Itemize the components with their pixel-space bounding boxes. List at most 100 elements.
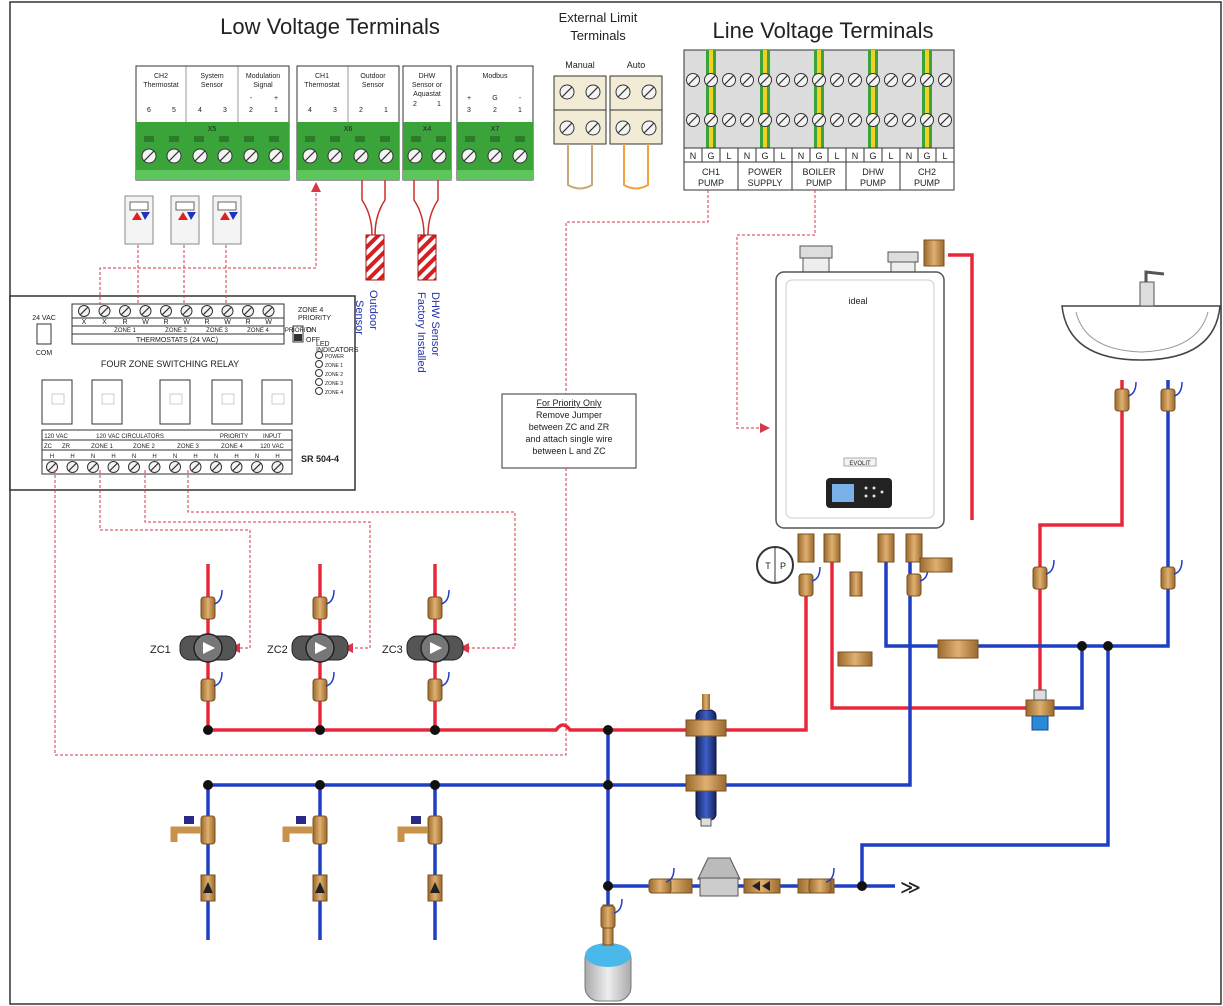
valve-handle [1173, 381, 1183, 397]
terminal-tab [219, 136, 229, 142]
line-term-label: N [852, 151, 859, 161]
x6-id: X6 [344, 126, 353, 133]
x6-outdoor-label: Outdoor [360, 73, 386, 80]
pump-arrow-icon [315, 642, 327, 654]
line-term-label: G [869, 151, 876, 161]
boiler: ideal EVOLIT [775, 245, 945, 529]
relay-bottom-term: H [50, 454, 54, 460]
external-limit-manual-label: Manual [565, 60, 595, 70]
boiler-connection [877, 533, 895, 563]
note-line: between L and ZC [532, 446, 606, 456]
valve-handle [213, 589, 223, 605]
screw-slot [940, 115, 950, 125]
line-term-label: L [888, 151, 893, 161]
line-label-sub: PUMP [860, 178, 886, 188]
ground-stripe-yellow [763, 50, 767, 162]
screw-slot [850, 75, 860, 85]
relay-module-label [271, 393, 285, 405]
break-symbol: ≫ [900, 877, 921, 899]
screw-slot [355, 150, 367, 162]
ground-stripe-yellow [925, 50, 929, 162]
screw-slot [742, 75, 752, 85]
terminal-tab [515, 136, 525, 142]
screw-slot [141, 306, 150, 316]
x5-id: X5 [208, 126, 217, 133]
screw-slot [796, 75, 806, 85]
x4-pin: 1 [437, 101, 441, 108]
line-label-sub: PUMP [806, 178, 832, 188]
pipe-junctions [203, 641, 1113, 891]
screw-slot [273, 462, 282, 472]
x5-pin: 2 [249, 107, 253, 114]
screw-slot [47, 462, 57, 472]
screw-slot [304, 150, 316, 162]
line-label-name: BOILER [802, 167, 836, 177]
screw-slot [688, 115, 698, 125]
screw-slot [120, 306, 130, 316]
drain-spout [170, 826, 201, 842]
screw-slot [245, 150, 257, 162]
relay-vac-label: 24 VAC [32, 315, 56, 322]
relay-bottom-term: N [214, 454, 218, 460]
terminal-tab [490, 136, 500, 142]
line-term-label: G [923, 151, 930, 161]
screw-slot [643, 86, 655, 98]
screw-slot [264, 306, 273, 316]
boiler-display-label: EVOLIT [849, 461, 871, 467]
relay-thermostat-term: W [183, 319, 190, 326]
x5-pin: 3 [223, 107, 227, 114]
drain-spout [282, 826, 313, 842]
screw-slot [868, 115, 878, 125]
line-term-label: G [761, 151, 768, 161]
thermostat-up-icon [178, 212, 188, 220]
external-limit-screws [559, 84, 657, 136]
screw-slot [724, 115, 734, 125]
screw-slot [88, 462, 98, 472]
terminal-tab [330, 136, 340, 142]
relay-bottom-term: N [255, 454, 259, 460]
screw-slot [832, 115, 842, 125]
fill-valve-assembly [651, 857, 835, 897]
x6-pin: 3 [333, 107, 337, 114]
x4-pin: 2 [413, 101, 417, 108]
relay-bottom-section: INPUT [263, 434, 281, 440]
valve-handle [325, 671, 335, 687]
x5-pin: 4 [198, 107, 202, 114]
valve-handle [825, 867, 835, 883]
relay-title: FOUR ZONE SWITCHING RELAY [101, 359, 239, 369]
screw-slot [463, 150, 475, 162]
screw-slot [587, 122, 599, 134]
screw-slot [129, 462, 139, 472]
line-term-label: N [798, 151, 805, 161]
line-voltage-title: Line Voltage Terminals [713, 18, 934, 43]
relay-bottom-sub: ZONE 3 [177, 444, 199, 450]
x4-dhw-label: DHW [419, 73, 436, 80]
x6-pin: 1 [384, 107, 388, 114]
dhw-sensor-label: DHW Sensor [429, 292, 441, 357]
screw-slot [380, 150, 392, 162]
drain-valve-body [312, 815, 328, 845]
line-term-label: N [906, 151, 913, 161]
screw-slot [688, 75, 698, 85]
valve-handle [325, 589, 335, 605]
screw-slot [202, 306, 212, 316]
screw-slot [191, 462, 200, 472]
dhw-sensor-label-2: Factory Installed [415, 292, 427, 373]
terminal-tab [436, 136, 446, 142]
terminal-tab [269, 136, 279, 142]
ball-valve [648, 878, 672, 894]
x5-pin: 5 [172, 107, 176, 114]
screw-slot [514, 150, 526, 162]
line-term-label: G [707, 151, 714, 161]
led-label: ZONE 4 [325, 390, 343, 396]
boiler-drain [837, 651, 873, 667]
boiler-connection [823, 533, 841, 563]
line-term-label: N [744, 151, 751, 161]
relief-valve [849, 571, 863, 597]
thermostat-up-icon [132, 212, 142, 220]
screw-slot [433, 150, 445, 162]
fill-drain [937, 639, 979, 659]
relay-thermostat-term: R [163, 319, 168, 326]
screw-slot [778, 75, 788, 85]
relay-thermostat-section: ZONE 3 [206, 328, 228, 334]
